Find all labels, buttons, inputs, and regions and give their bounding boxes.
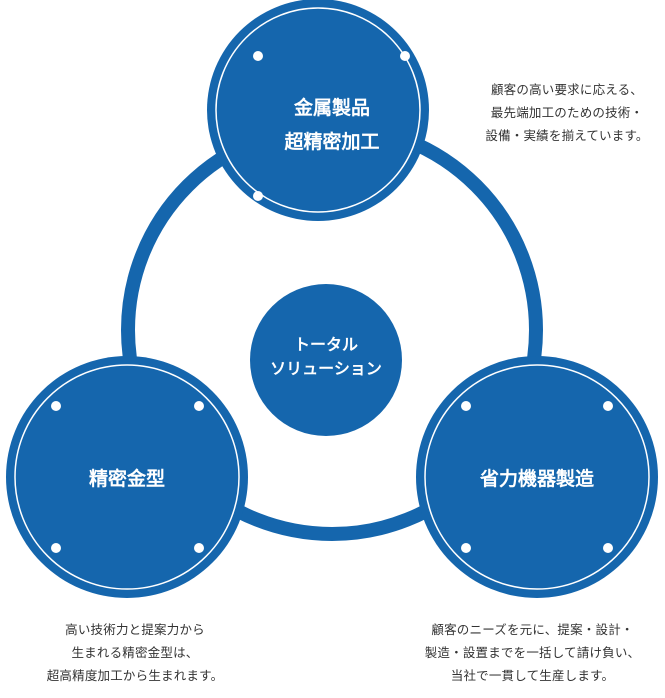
node-top-label-line-1: 金属製品 (293, 96, 370, 119)
description-line: 高い技術力と提案力から (65, 622, 205, 637)
description-line: 設備・実績を揃えています。 (485, 128, 649, 143)
dot-top-right (603, 401, 613, 411)
description-line: 最先端加工のための技術・ (490, 105, 644, 120)
description-line: 顧客のニーズを元に、提案・設計・ (431, 622, 634, 637)
center-node: トータル ソリューション (250, 284, 402, 436)
dot-top-right (194, 401, 204, 411)
center-label-line-1: トータル (294, 335, 358, 354)
dot-bottom-left (461, 543, 471, 553)
node-inner-ring (215, 7, 421, 213)
dot-top-left (461, 401, 471, 411)
dot-top-left (253, 51, 263, 61)
node-labor-saving-machinery: 省力機器製造 (416, 356, 658, 598)
dot-bottom-left (253, 191, 263, 201)
description-top: 顧客の高い要求に応える、 最先端加工のための技術・ 設備・実績を揃えています。 (472, 78, 662, 147)
node-left-label: 精密金型 (89, 467, 165, 490)
description-right: 顧客のニーズを元に、提案・設計・ 製造・設置までを一括して請け負い、 当社で一貫… (405, 618, 660, 687)
dot-bottom-right (194, 543, 204, 553)
description-line: 当社で一貫して生産します。 (450, 668, 615, 683)
description-line: 超高精度加工から生まれます。 (46, 668, 224, 683)
dot-top-left (51, 401, 61, 411)
description-line: 顧客の高い要求に応える、 (490, 82, 644, 97)
dot-bottom-right (400, 191, 410, 201)
description-line: 生まれる精密金型は、 (71, 645, 199, 660)
description-line: 製造・設置までを一括して請け負い、 (424, 645, 641, 660)
center-circle (250, 284, 402, 436)
description-left: 高い技術力と提案力から 生まれる精密金型は、 超高精度加工から生まれます。 (10, 618, 260, 687)
node-inner-ring (424, 364, 650, 590)
dot-bottom-right (603, 543, 613, 553)
node-right-label: 省力機器製造 (479, 467, 595, 490)
node-metal-products: 金属製品 超精密加工 (207, 0, 429, 221)
dot-top-right (400, 51, 410, 61)
node-inner-ring (14, 364, 240, 590)
node-outer-circle (6, 356, 248, 598)
node-outer-circle (416, 356, 658, 598)
center-label-line-2: ソリューション (270, 359, 382, 378)
node-top-label-line-2: 超精密加工 (283, 130, 379, 153)
node-precision-molds: 精密金型 (6, 356, 248, 598)
dot-bottom-left (51, 543, 61, 553)
